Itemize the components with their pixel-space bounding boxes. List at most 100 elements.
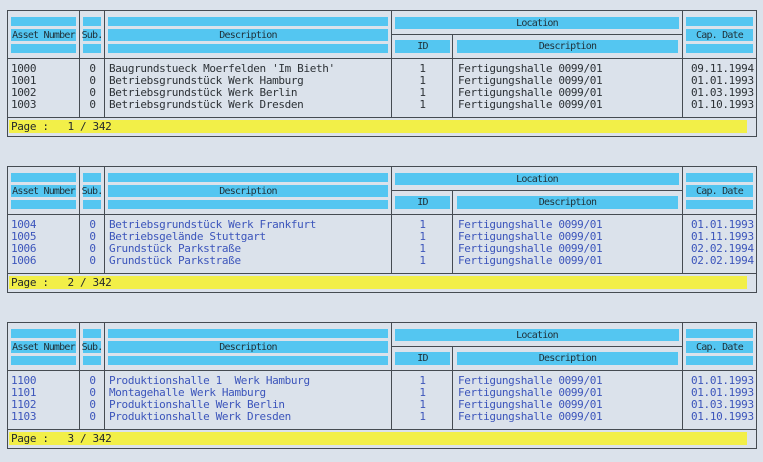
cap-date-cell: 09.11.1994 xyxy=(691,62,754,75)
header-location-id: ID xyxy=(392,35,453,58)
header-location: Location xyxy=(392,323,682,347)
header-stripe xyxy=(108,356,388,365)
column-divider xyxy=(79,215,80,273)
header-sub-label: Sub. xyxy=(81,341,103,353)
asset-number-cell: 1004 xyxy=(11,218,37,231)
page-indicator: Page : 2 / 342 xyxy=(9,276,747,289)
header-stripe xyxy=(108,329,388,338)
column-divider xyxy=(682,215,683,273)
asset-list-page-3: Asset Number Sub. Description Location xyxy=(7,322,757,449)
location-id-cell: 1 xyxy=(419,410,426,423)
header-stripe xyxy=(686,44,753,53)
header-sub-label: Sub. xyxy=(81,185,103,197)
column-divider xyxy=(391,323,392,370)
location-description-cell: Fertigungshalle 0099/01 xyxy=(458,98,603,111)
column-divider xyxy=(452,371,453,429)
location-id-cell: 1 xyxy=(419,398,426,411)
location-id-cell: 1 xyxy=(419,86,426,99)
header-stripe xyxy=(686,17,753,26)
header-cap-date: Cap. Date xyxy=(683,167,756,214)
description-cell: Baugrundstueck Moerfelden 'Im Bieth' xyxy=(109,62,335,75)
header-location: Location xyxy=(392,167,682,191)
header-stripe xyxy=(686,329,753,338)
cap-date-cell: 02.02.1994 xyxy=(691,254,754,267)
description-cell: Produktionshalle Werk Berlin xyxy=(109,398,285,411)
location-id-cell: 1 xyxy=(419,230,426,243)
column-divider xyxy=(104,11,105,58)
header-location-description: Description xyxy=(453,35,682,58)
asset-number-cell: 1001 xyxy=(11,74,37,87)
table-footer: Page : 3 / 342 xyxy=(8,429,756,448)
description-cell: Betriebsgrundstück Werk Frankfurt xyxy=(109,218,316,231)
header-description: Description xyxy=(105,167,391,214)
header-asset-number-label: Asset Number xyxy=(11,341,76,353)
asset-number-cell: 1003 xyxy=(11,98,37,111)
column-divider xyxy=(104,167,105,214)
page-indicator: Page : 1 / 342 xyxy=(9,120,747,133)
column-divider xyxy=(391,167,392,214)
sub-number-cell: 0 xyxy=(89,230,96,243)
header-stripe xyxy=(686,173,753,182)
sub-number-cell: 0 xyxy=(89,62,96,75)
column-divider xyxy=(682,11,683,58)
header-stripe xyxy=(83,173,101,182)
cap-date-cell: 01.10.1993 xyxy=(691,410,754,423)
asset-number-cell: 1100 xyxy=(11,374,37,387)
column-divider xyxy=(104,215,105,273)
header-location-subcolumns: ID Description xyxy=(392,347,682,370)
sub-number-cell: 0 xyxy=(89,74,96,87)
column-divider xyxy=(79,11,80,58)
header-sub-number: Sub. xyxy=(80,323,104,370)
cap-date-cell: 01.03.1993 xyxy=(691,398,754,411)
location-description-cell: Fertigungshalle 0099/01 xyxy=(458,254,603,267)
header-stripe xyxy=(11,200,76,209)
cap-date-cell: 01.01.1993 xyxy=(691,374,754,387)
header-stripe xyxy=(83,200,101,209)
description-cell: Produktionshalle 1 Werk Hamburg xyxy=(109,374,310,387)
asset-list-page-1: Asset Number Sub. Description Location xyxy=(7,10,757,137)
header-cap-date: Cap. Date xyxy=(683,323,756,370)
header-stripe xyxy=(83,17,101,26)
header-location-id-label: ID xyxy=(395,196,450,209)
header-location-group: Location ID Description xyxy=(392,323,682,370)
header-sub-number: Sub. xyxy=(80,11,104,58)
column-divider xyxy=(391,371,392,429)
column-divider xyxy=(682,323,683,370)
cap-date-cell: 01.01.1993 xyxy=(691,218,754,231)
column-divider xyxy=(79,167,80,214)
asset-number-cell: 1006 xyxy=(11,254,37,267)
header-stripe xyxy=(686,200,753,209)
header-asset-number: Asset Number xyxy=(8,167,79,214)
column-divider xyxy=(391,11,392,58)
header-description: Description xyxy=(105,11,391,58)
location-id-cell: 1 xyxy=(419,254,426,267)
location-description-cell: Fertigungshalle 0099/01 xyxy=(458,386,603,399)
header-location-description: Description xyxy=(453,191,682,214)
cap-date-cell: 01.03.1993 xyxy=(691,86,754,99)
header-description-label: Description xyxy=(108,185,388,197)
cap-date-cell: 01.10.1993 xyxy=(691,98,754,111)
cap-date-cell: 01.01.1993 xyxy=(691,74,754,87)
sub-number-cell: 0 xyxy=(89,218,96,231)
column-divider xyxy=(79,59,80,117)
sub-number-cell: 0 xyxy=(89,386,96,399)
header-location: Location xyxy=(392,11,682,35)
location-id-cell: 1 xyxy=(419,374,426,387)
column-divider xyxy=(104,371,105,429)
header-location-id: ID xyxy=(392,191,453,214)
